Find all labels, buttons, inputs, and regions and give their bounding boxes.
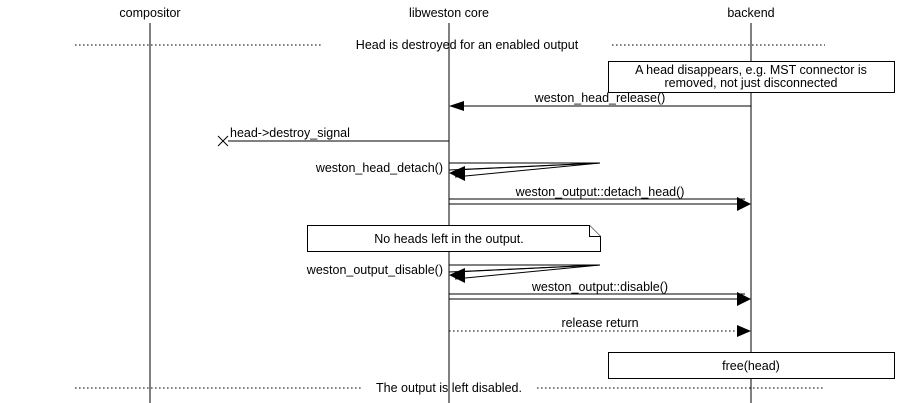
message-weston-output-disable[interactable]: weston_output_disable() — [306, 263, 601, 283]
message-weston-head-detach[interactable]: weston_head_detach() — [315, 161, 601, 181]
note-head-disappears: A head disappears, e.g. MST connector is… — [608, 61, 895, 93]
message-weston-head-detach-label: weston_head_detach() — [315, 161, 443, 175]
message-weston-output-disable-back-top — [454, 264, 601, 273]
message-weston-output-disable-backend-arrowhead — [737, 292, 751, 306]
note-free-head: free(head) — [608, 352, 895, 379]
message-release-return[interactable]: release return — [449, 316, 751, 337]
message-weston-head-detach-back-top — [454, 162, 601, 171]
participant-label-backend: backend — [727, 6, 774, 20]
lost-message-x-icon-stroke-2 — [217, 135, 229, 147]
message-weston-head-release[interactable]: weston_head_release() — [449, 91, 751, 111]
divider-bottom: The output is left disabled. — [75, 381, 825, 395]
message-release-return-label: release return — [561, 316, 638, 330]
divider-top: Head is destroyed for an enabled output — [75, 38, 825, 52]
divider-bottom-label: The output is left disabled. — [376, 381, 522, 395]
message-weston-output-detach-head-arrowhead — [737, 197, 751, 211]
note-free-head-line-1: free(head) — [722, 359, 780, 373]
message-head-destroy-signal[interactable]: head->destroy_signal — [217, 126, 449, 147]
message-weston-output-disable-label: weston_output_disable() — [306, 263, 443, 277]
note-no-heads-left-line-1: No heads left in the output. — [374, 232, 523, 246]
participant-libweston-core[interactable]: libweston core — [409, 6, 489, 403]
note-no-heads-left-fold — [589, 225, 601, 237]
message-weston-output-disable-back-bottom — [454, 264, 601, 280]
message-weston-output-disable-arrowhead — [449, 268, 465, 283]
message-weston-head-detach-arrowhead — [449, 166, 465, 181]
message-weston-output-detach-head[interactable]: weston_output::detach_head() — [449, 185, 751, 211]
note-head-disappears-box — [608, 61, 895, 93]
message-weston-output-disable-backend-label: weston_output::disable() — [531, 280, 668, 294]
message-weston-head-release-label: weston_head_release() — [534, 91, 666, 105]
note-head-disappears-line-1: A head disappears, e.g. MST connector is — [635, 63, 867, 77]
note-no-heads-left: No heads left in the output. — [307, 225, 601, 252]
message-weston-head-release-arrowhead — [449, 101, 464, 111]
message-weston-head-detach-back-bottom — [454, 162, 601, 178]
participant-label-compositor: compositor — [119, 6, 180, 20]
message-release-return-arrowhead — [737, 325, 751, 337]
divider-top-label: Head is destroyed for an enabled output — [356, 38, 579, 52]
note-no-heads-left-box — [307, 225, 601, 252]
message-weston-output-disable-backend[interactable]: weston_output::disable() — [449, 280, 751, 306]
participant-compositor[interactable]: compositor — [119, 6, 181, 403]
message-weston-output-detach-head-label: weston_output::detach_head() — [515, 185, 685, 199]
participant-label-libweston-core: libweston core — [409, 6, 489, 20]
note-head-disappears-line-2: removed, not just disconnected — [664, 76, 837, 90]
message-head-destroy-signal-label: head->destroy_signal — [230, 126, 350, 140]
note-free-head-box — [608, 352, 895, 379]
